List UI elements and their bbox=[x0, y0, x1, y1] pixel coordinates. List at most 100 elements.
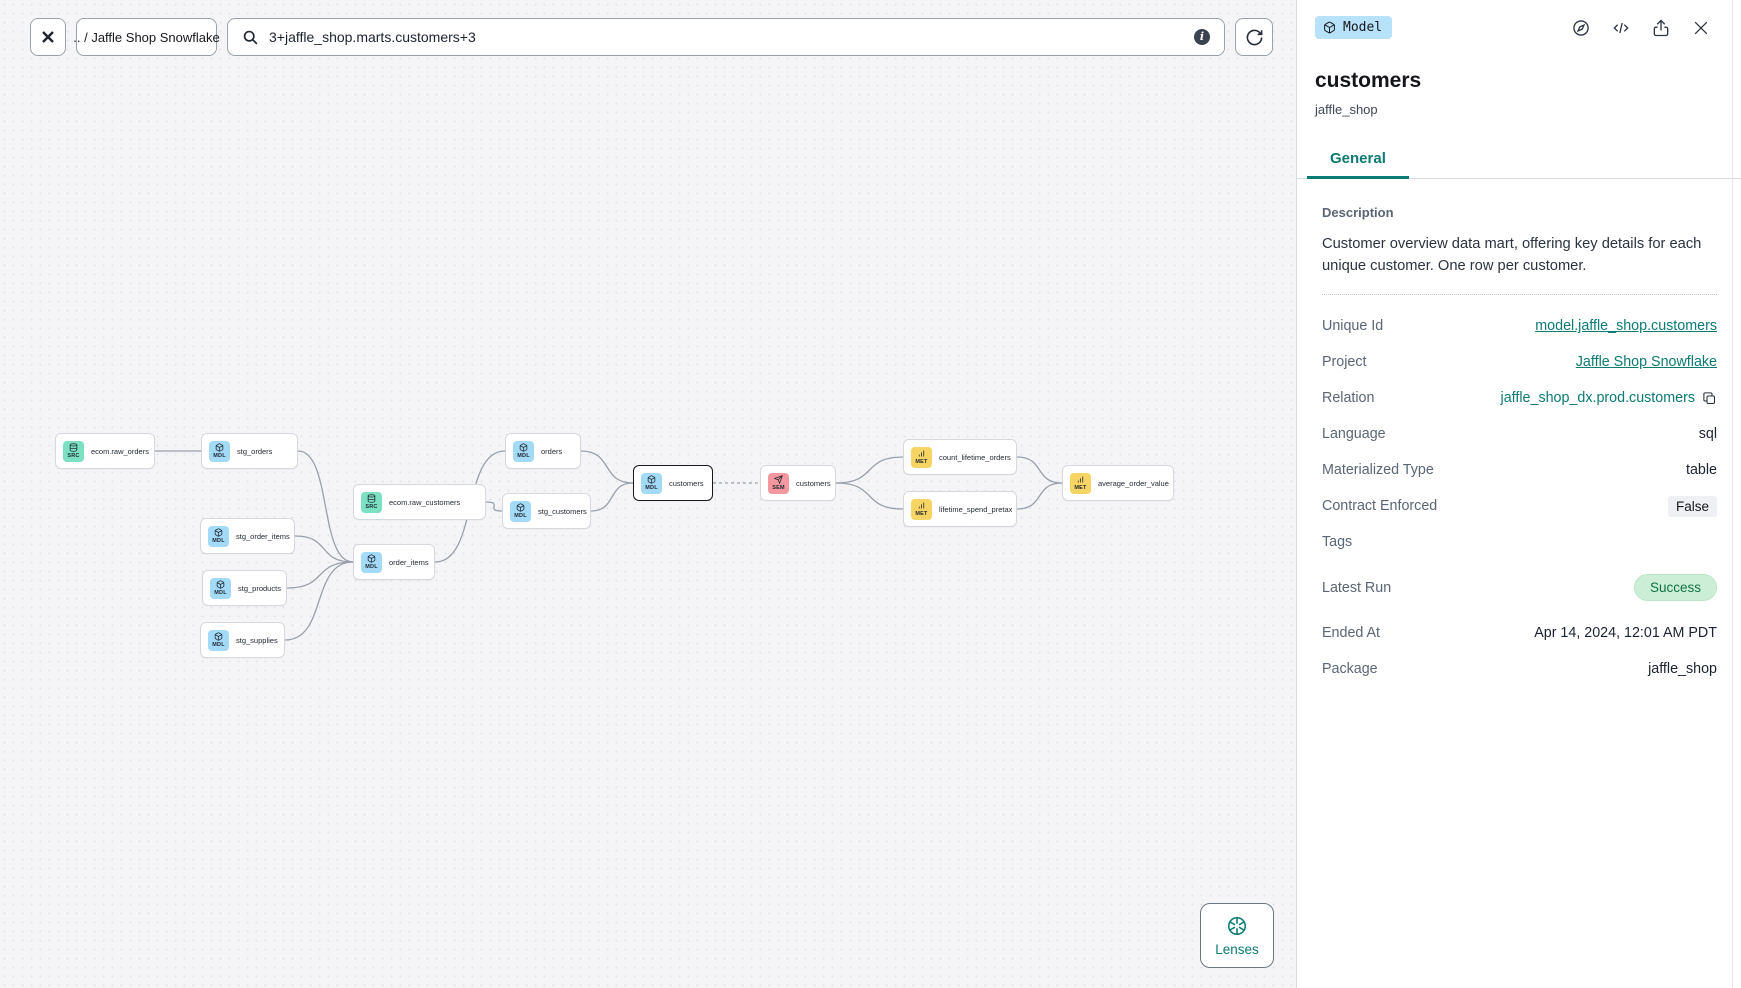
lineage-edge bbox=[590, 482, 634, 512]
cube-icon bbox=[1324, 21, 1335, 34]
node-stg_order_items[interactable]: MDL stg_order_items bbox=[200, 518, 295, 554]
field-label: Ended At bbox=[1322, 625, 1381, 642]
field-row-latest-run: Latest Run Success bbox=[1322, 574, 1717, 602]
node-stg_supplies[interactable]: MDL stg_supplies bbox=[200, 622, 285, 658]
node-label: stg_supplies bbox=[236, 635, 278, 645]
field-label: Language bbox=[1322, 426, 1386, 443]
lineage-edge bbox=[284, 561, 354, 641]
field-value: table bbox=[1685, 462, 1717, 479]
field-label: Contract Enforced bbox=[1322, 498, 1438, 515]
lineage-edge bbox=[1016, 456, 1063, 484]
package-subtitle: jaffle_shop bbox=[1315, 102, 1378, 117]
field-row-language: Language sql bbox=[1322, 423, 1717, 445]
lineage-edge bbox=[835, 482, 904, 510]
field-row-project: Project Jaffle Shop Snowflake bbox=[1322, 351, 1717, 373]
chart-icon: MET bbox=[1070, 472, 1091, 494]
chart-icon: MET bbox=[911, 498, 932, 520]
field-label: Latest Run bbox=[1322, 579, 1392, 596]
node-label: order_items bbox=[389, 557, 429, 567]
cube-icon: MDL bbox=[361, 551, 382, 573]
field-label: Package bbox=[1322, 661, 1378, 678]
node-label: lifetime_spend_pretax bbox=[939, 504, 1013, 514]
panel-scrollbar[interactable] bbox=[1732, 0, 1733, 988]
node-label: stg_customers bbox=[538, 506, 587, 516]
field-value: jaffle_shop_dx.prod.customers bbox=[1501, 390, 1717, 406]
field-row-ended-at: Ended At Apr 14, 2024, 12:01 AM PDT bbox=[1322, 622, 1717, 644]
lineage-edge bbox=[294, 535, 354, 563]
field-value-link[interactable]: Jaffle Shop Snowflake bbox=[1575, 354, 1717, 371]
node-label: orders bbox=[541, 446, 563, 456]
copy-icon[interactable] bbox=[1702, 391, 1717, 406]
lineage-edge bbox=[835, 456, 904, 484]
node-label: ecom.raw_orders bbox=[91, 446, 149, 456]
field-row-tags: Tags bbox=[1322, 531, 1717, 553]
share-icon[interactable] bbox=[1650, 17, 1671, 38]
info-icon[interactable]: i bbox=[1194, 29, 1210, 45]
lineage-edge bbox=[297, 450, 354, 563]
node-label: stg_products bbox=[238, 583, 281, 593]
field-row-materialized-type: Materialized Type table bbox=[1322, 459, 1717, 481]
node-label: count_lifetime_orders bbox=[939, 452, 1011, 462]
lenses-button[interactable]: Lenses bbox=[1200, 903, 1274, 968]
node-label: stg_order_items bbox=[236, 531, 290, 541]
field-label: Relation bbox=[1322, 390, 1375, 407]
cube-icon: MDL bbox=[208, 525, 229, 547]
field-value-link[interactable]: model.jaffle_shop.customers bbox=[1535, 318, 1717, 335]
close-icon bbox=[42, 31, 54, 43]
cube-icon: MDL bbox=[210, 577, 231, 599]
field-label: Tags bbox=[1322, 534, 1353, 551]
node-average_order_value[interactable]: MET average_order_value bbox=[1062, 465, 1174, 501]
node-label: average_order_value bbox=[1098, 478, 1169, 488]
cube-icon: MDL bbox=[513, 440, 534, 462]
node-lifetime_spend_pretax[interactable]: MET lifetime_spend_pretax bbox=[903, 491, 1017, 527]
description-label: Description bbox=[1322, 205, 1394, 220]
code-icon[interactable] bbox=[1610, 17, 1631, 38]
discovery-icon[interactable] bbox=[1570, 17, 1591, 38]
cube-icon: MDL bbox=[209, 440, 230, 462]
refresh-icon bbox=[1246, 29, 1262, 45]
field-value: jaffle_shop_dx.prod.customers bbox=[1500, 390, 1695, 407]
node-stg_products[interactable]: MDL stg_products bbox=[202, 570, 287, 606]
database-icon: SRC bbox=[361, 491, 382, 513]
chart-icon: MET bbox=[911, 446, 932, 468]
field-value: Apr 14, 2024, 12:01 AM PDT bbox=[1534, 625, 1717, 642]
page-title: customers bbox=[1315, 69, 1422, 92]
search-input[interactable] bbox=[269, 29, 1184, 45]
field-row-relation: Relation jaffle_shop_dx.prod.customers bbox=[1322, 387, 1717, 409]
model-type-label: Model bbox=[1343, 20, 1383, 35]
node-count_lifetime_orders[interactable]: MET count_lifetime_orders bbox=[903, 439, 1017, 475]
lineage-edge bbox=[580, 450, 634, 484]
divider bbox=[1322, 294, 1717, 296]
aperture-icon bbox=[1227, 916, 1247, 935]
field-label: Materialized Type bbox=[1322, 462, 1434, 479]
description-text: Customer overview data mart, offering ke… bbox=[1322, 236, 1702, 275]
field-value: sql bbox=[1698, 426, 1717, 443]
field-label: Project bbox=[1322, 354, 1367, 371]
node-order_items[interactable]: MDL order_items bbox=[353, 544, 435, 580]
close-lineage-button[interactable] bbox=[30, 18, 66, 56]
send-icon: SEM bbox=[768, 472, 789, 494]
breadcrumb[interactable]: .. / Jaffle Shop Snowflake bbox=[73, 18, 220, 56]
node-orders[interactable]: MDL orders bbox=[505, 433, 581, 469]
status-badge: Success bbox=[1633, 574, 1717, 602]
cube-icon: MDL bbox=[641, 472, 662, 494]
details-panel: Model customers jaffle_shop General Desc… bbox=[1297, 0, 1741, 988]
field-value: False bbox=[1667, 495, 1717, 517]
cube-icon: MDL bbox=[208, 629, 229, 651]
lineage-edge bbox=[286, 561, 354, 589]
close-panel-icon[interactable] bbox=[1690, 17, 1711, 38]
refresh-button[interactable] bbox=[1235, 18, 1273, 56]
lenses-label: Lenses bbox=[1215, 941, 1259, 957]
field-row-contract-enforced: Contract Enforced False bbox=[1322, 495, 1717, 517]
tab-general[interactable]: General bbox=[1307, 144, 1409, 179]
lineage-search[interactable]: i bbox=[227, 18, 1225, 56]
